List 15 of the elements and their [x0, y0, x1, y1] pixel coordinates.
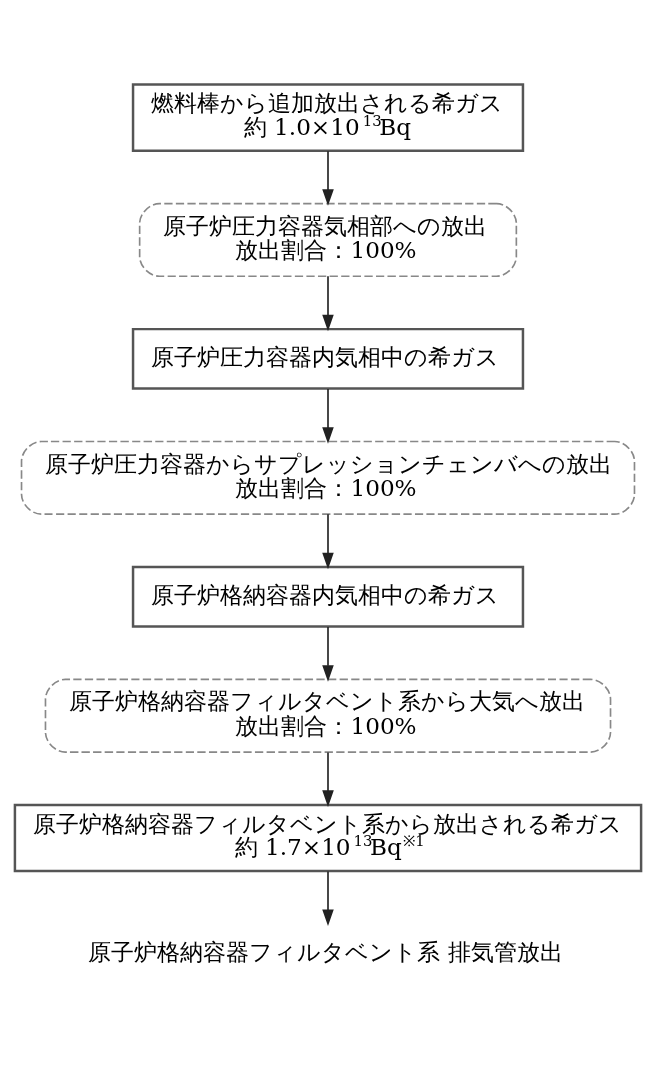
arrow — [322, 149, 334, 206]
node-box: 燃料棒から追加放出される希ガス 約 1.0×10$^{13}$Bq — [131, 82, 525, 152]
node-box: 原子炉格納容器フィルタベント系から大気へ放出 放出割合：100% — [44, 678, 612, 753]
arrow — [322, 387, 334, 444]
node-box: 原子炉格納容器フィルタベント系から放出される希ガス 約 1.7×10$^{13}$Bq$^{※1}$ — [13, 803, 643, 872]
arrow — [322, 751, 334, 807]
arrow — [322, 512, 334, 569]
node-box: 原子炉圧力容器からサプレッションチェンバへの放出 放出割合：100% — [20, 440, 636, 515]
node-box: 原子炉圧力容器内気相中の希ガス — [131, 327, 525, 390]
arrow — [322, 625, 334, 682]
arrow — [322, 870, 334, 926]
node-box: 原子炉圧力容器気相部への放出 放出割合：100% — [138, 202, 518, 277]
arrow — [322, 274, 334, 331]
node-box: 原子炉格納容器内気相中の希ガス — [131, 565, 525, 628]
node-text: 原子炉格納容器フィルタベント系 排気管放出 — [88, 938, 563, 965]
